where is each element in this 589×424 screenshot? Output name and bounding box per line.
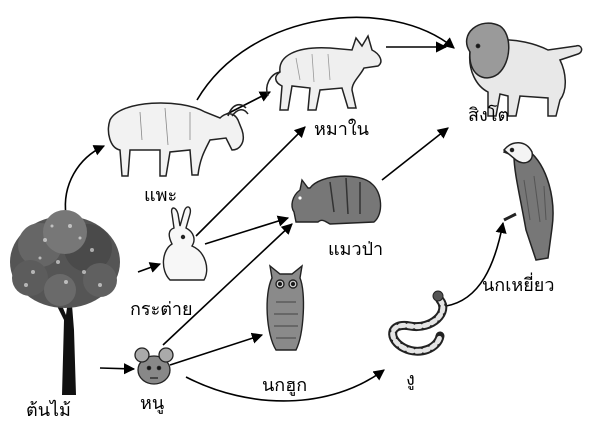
arrow-rabbit-jackal xyxy=(196,127,305,236)
tree-icon xyxy=(10,210,120,395)
label-eagle: นกเหยี่ยว xyxy=(482,270,554,299)
label-jackal: หมาใน xyxy=(314,114,369,143)
label-owl: นกฮูก xyxy=(262,370,307,399)
eagle-icon xyxy=(504,143,553,260)
arrow-goat-jackal xyxy=(225,92,270,115)
wildcat-icon xyxy=(292,176,381,224)
arrow-wildcat-lion xyxy=(382,128,448,180)
jackal-icon xyxy=(267,36,381,110)
arrow-tree-rabbit xyxy=(138,264,160,272)
arrow-tree-mouse xyxy=(100,368,134,369)
label-snake: งู xyxy=(406,364,415,393)
arrow-tree-goat xyxy=(65,146,104,215)
snake-icon xyxy=(393,291,443,351)
rabbit-icon xyxy=(163,207,206,280)
label-mouse: หนู xyxy=(140,388,164,417)
owl-icon xyxy=(267,266,303,350)
arrow-mouse-owl xyxy=(170,335,262,365)
goat-icon xyxy=(108,103,248,176)
label-rabbit: กระต่าย xyxy=(130,294,193,323)
label-lion: สิงโต xyxy=(468,100,509,129)
mouse-icon xyxy=(135,348,173,384)
label-wildcat: แมวป่า xyxy=(328,234,383,263)
label-goat: แพะ xyxy=(144,180,177,209)
label-tree: ต้นไม้ xyxy=(26,395,71,424)
